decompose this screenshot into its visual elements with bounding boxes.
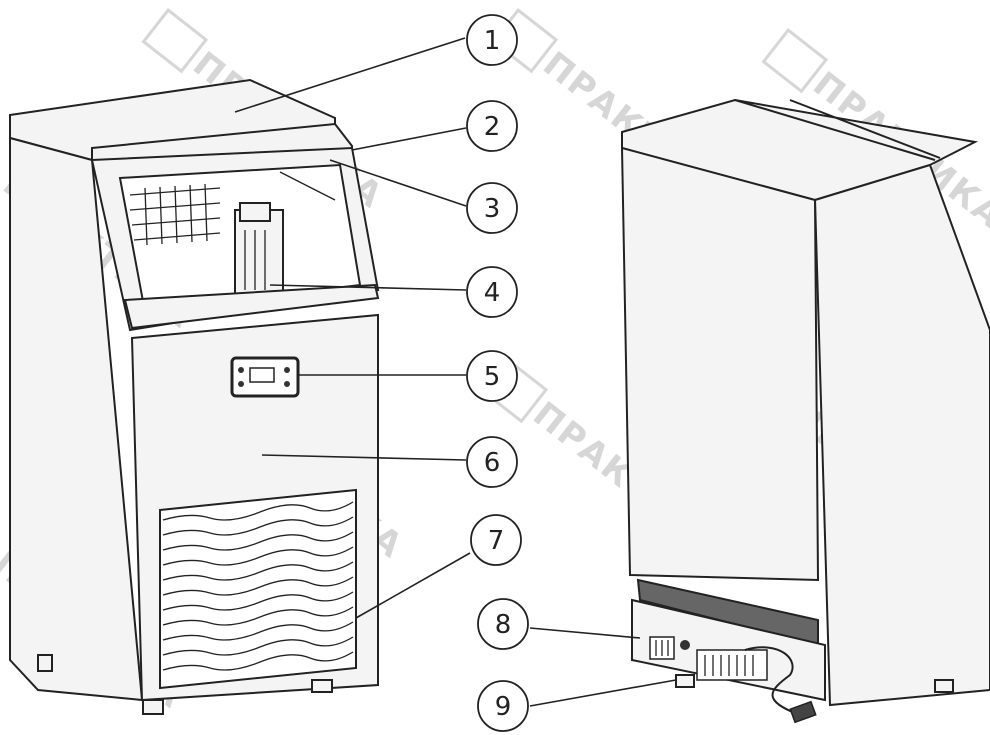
callout-number: 7 [488,526,505,556]
control-panel [230,356,300,398]
callout-7: 7 [470,514,522,566]
callout-4: 4 [466,266,518,318]
callout-8: 8 [477,598,529,650]
callout-number: 9 [495,692,512,722]
callout-number: 1 [484,26,501,56]
front-grille [159,488,357,690]
callout-number: 2 [484,112,501,142]
callout-number: 5 [484,362,501,392]
callout-number: 6 [484,448,501,478]
callout-6: 6 [466,436,518,488]
callout-3: 3 [466,182,518,234]
callout-1: 1 [466,14,518,66]
leader-lines [234,37,677,707]
ice-maker-rear-view [620,98,990,724]
callout-number: 3 [484,194,501,224]
callout-9: 9 [477,680,529,732]
callout-2: 2 [466,100,518,152]
callout-number: 8 [495,610,512,640]
callout-5: 5 [466,350,518,402]
ice-maker-front-view [9,78,380,715]
callout-number: 4 [484,278,501,308]
